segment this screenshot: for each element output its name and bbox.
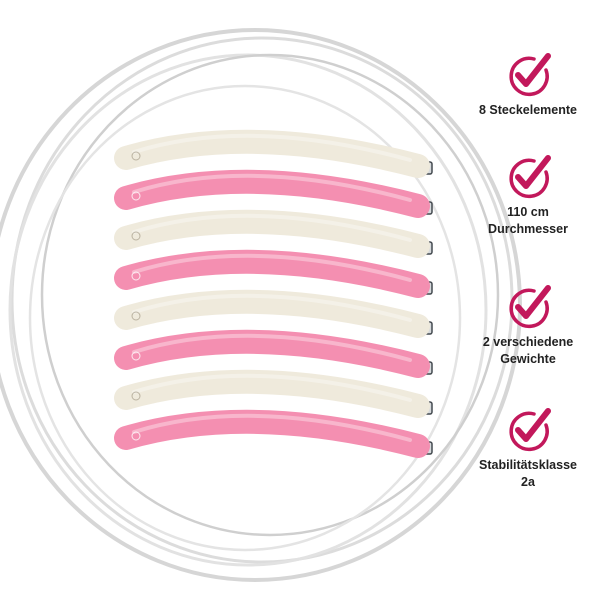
checkmark-circle-icon: [509, 408, 551, 452]
hoop-ring: [28, 84, 462, 552]
feature-item: 110 cm Durchmesser: [453, 152, 600, 238]
feature-label: 8 Steckelemente: [479, 103, 577, 117]
pink-hoop-segment: [114, 329, 433, 378]
cream-hoop-segment: [114, 209, 433, 258]
checkmark-circle-icon: [509, 53, 551, 97]
hoop-ring: [40, 53, 500, 537]
cream-hoop-segment: [114, 369, 433, 418]
pink-hoop-segment: [114, 169, 433, 218]
pink-hoop-segment: [114, 249, 433, 298]
checkmark-circle-icon: [509, 155, 551, 199]
feature-label: 2 verschiedene Gewichte: [482, 335, 574, 366]
feature-label: Stabilitätsklasse 2a: [479, 458, 577, 489]
feature-item: 2 verschiedene Gewichte: [453, 282, 600, 368]
feature-item: Stabilitätsklasse 2a: [453, 405, 600, 491]
pink-hoop-segment: [114, 409, 433, 458]
feature-item: 8 Steckelemente: [453, 50, 600, 119]
cream-hoop-segment: [114, 289, 433, 338]
checkmark-circle-icon: [509, 285, 551, 329]
feature-label: 110 cm Durchmesser: [488, 205, 568, 236]
cream-hoop-segment: [114, 129, 433, 178]
